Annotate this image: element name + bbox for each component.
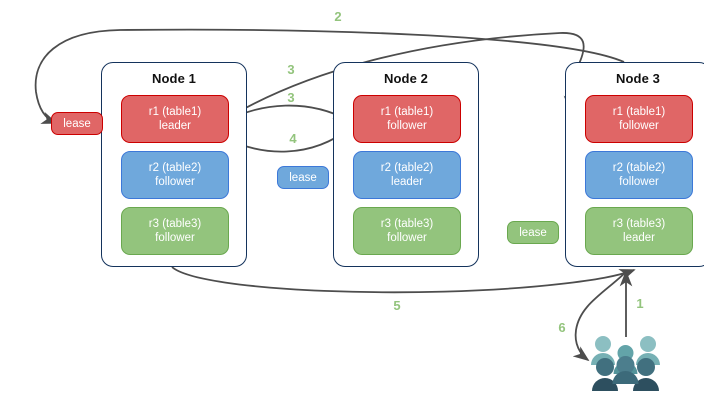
replica-role: follower xyxy=(387,120,427,132)
node-container-2[interactable]: Node 2 r1 (table1) follower r2 (table2) … xyxy=(333,62,479,267)
replica-role: leader xyxy=(159,120,191,132)
step-label-3a: 3 xyxy=(287,62,295,77)
edge-step-5 xyxy=(171,266,636,294)
replica-box[interactable]: r2 (table2) leader xyxy=(353,151,461,199)
replica-box[interactable]: r1 (table1) follower xyxy=(353,95,461,143)
replica-role: follower xyxy=(155,176,195,188)
replica-role: leader xyxy=(391,176,423,188)
replica-box[interactable]: r2 (table2) follower xyxy=(121,151,229,199)
node-title: Node 3 xyxy=(616,71,660,86)
step-label-4: 4 xyxy=(289,131,297,146)
replica-role: leader xyxy=(623,232,655,244)
replica-role: follower xyxy=(387,232,427,244)
replica-name: r1 (table1) xyxy=(148,106,202,118)
replica-box[interactable]: r2 (table2) follower xyxy=(585,151,693,199)
replica-box[interactable]: r3 (table3) leader xyxy=(585,207,693,255)
step-label-1: 1 xyxy=(636,296,644,311)
replica-box[interactable]: r1 (table1) follower xyxy=(585,95,693,143)
step-label-6: 6 xyxy=(558,320,566,335)
replica-role: follower xyxy=(155,232,195,244)
step-label-2: 2 xyxy=(334,9,342,24)
replica-name: r2 (table2) xyxy=(148,162,202,174)
replica-name: r2 (table2) xyxy=(612,162,666,174)
node-title: Node 1 xyxy=(152,71,196,86)
replica-name: r3 (table3) xyxy=(380,218,434,230)
node-title: Node 2 xyxy=(384,71,428,86)
replica-role: follower xyxy=(619,176,659,188)
replica-name: r3 (table3) xyxy=(612,218,666,230)
replica-name: r3 (table3) xyxy=(148,218,202,230)
lease-chip-table3[interactable]: lease xyxy=(507,221,559,244)
lease-chip-table2[interactable]: lease xyxy=(277,166,329,189)
node-container-1[interactable]: Node 1 r1 (table1) leader r2 (table2) fo… xyxy=(101,62,247,267)
replica-box[interactable]: r3 (table3) follower xyxy=(121,207,229,255)
users-icon xyxy=(590,334,662,396)
replica-name: r1 (table1) xyxy=(380,106,434,118)
node-container-3[interactable]: Node 3 r1 (table1) follower r2 (table2) … xyxy=(565,62,704,267)
lease-chip-table1[interactable]: lease xyxy=(51,112,103,135)
replica-box[interactable]: r3 (table3) follower xyxy=(353,207,461,255)
replica-name: r1 (table1) xyxy=(612,106,666,118)
step-label-3b: 3 xyxy=(287,90,295,105)
replica-name: r2 (table2) xyxy=(380,162,434,174)
replica-role: follower xyxy=(619,120,659,132)
step-label-5: 5 xyxy=(393,298,401,313)
replica-box[interactable]: r1 (table1) leader xyxy=(121,95,229,143)
